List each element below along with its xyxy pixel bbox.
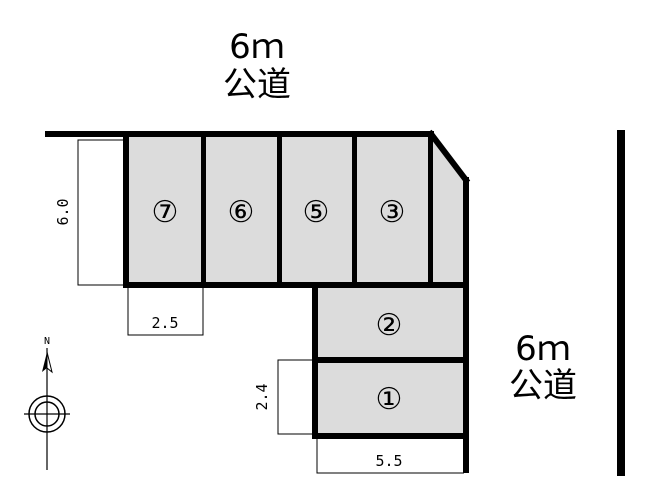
stall-number-6: ⑥ <box>228 195 255 230</box>
stall-number-3: ③ <box>379 195 406 230</box>
site-boundary <box>45 129 471 473</box>
stall-5-area <box>280 137 354 285</box>
top-road-width: 6ｍ <box>229 27 285 67</box>
stall-number-2: ② <box>376 308 403 343</box>
dimension-stall-depth <box>77 139 126 286</box>
stall-fills <box>129 137 466 434</box>
stall-1-area <box>318 362 463 434</box>
dimension-side-stall-length <box>316 436 464 474</box>
north-arrow-icon: N <box>24 336 70 470</box>
stall-7-area <box>129 137 202 285</box>
top-road-name: 公道 <box>223 65 291 105</box>
dimension-stall-width <box>127 285 204 336</box>
stall-width-label: 2.5 <box>151 314 178 332</box>
stall-depth-label: 6.0 <box>54 198 72 225</box>
corner-area <box>431 137 466 285</box>
dimension-side-stall-width <box>277 359 315 435</box>
side-stall-width-label: 2.4 <box>253 383 271 410</box>
stall-2-area <box>318 288 463 358</box>
stall-number-1: ① <box>376 382 403 417</box>
side-stall-length-label: 5.5 <box>375 452 402 470</box>
right-road-name: 公道 <box>509 366 577 406</box>
stall-number-7: ⑦ <box>152 195 179 230</box>
stall-3-area <box>356 137 429 285</box>
right-road-boundary <box>617 130 625 476</box>
stall-dividers <box>201 134 433 285</box>
stall-number-5: ⑤ <box>303 195 330 230</box>
stall-6-area <box>205 137 278 285</box>
right-road-width: 6ｍ <box>515 329 571 369</box>
compass-north-label: N <box>44 336 50 347</box>
